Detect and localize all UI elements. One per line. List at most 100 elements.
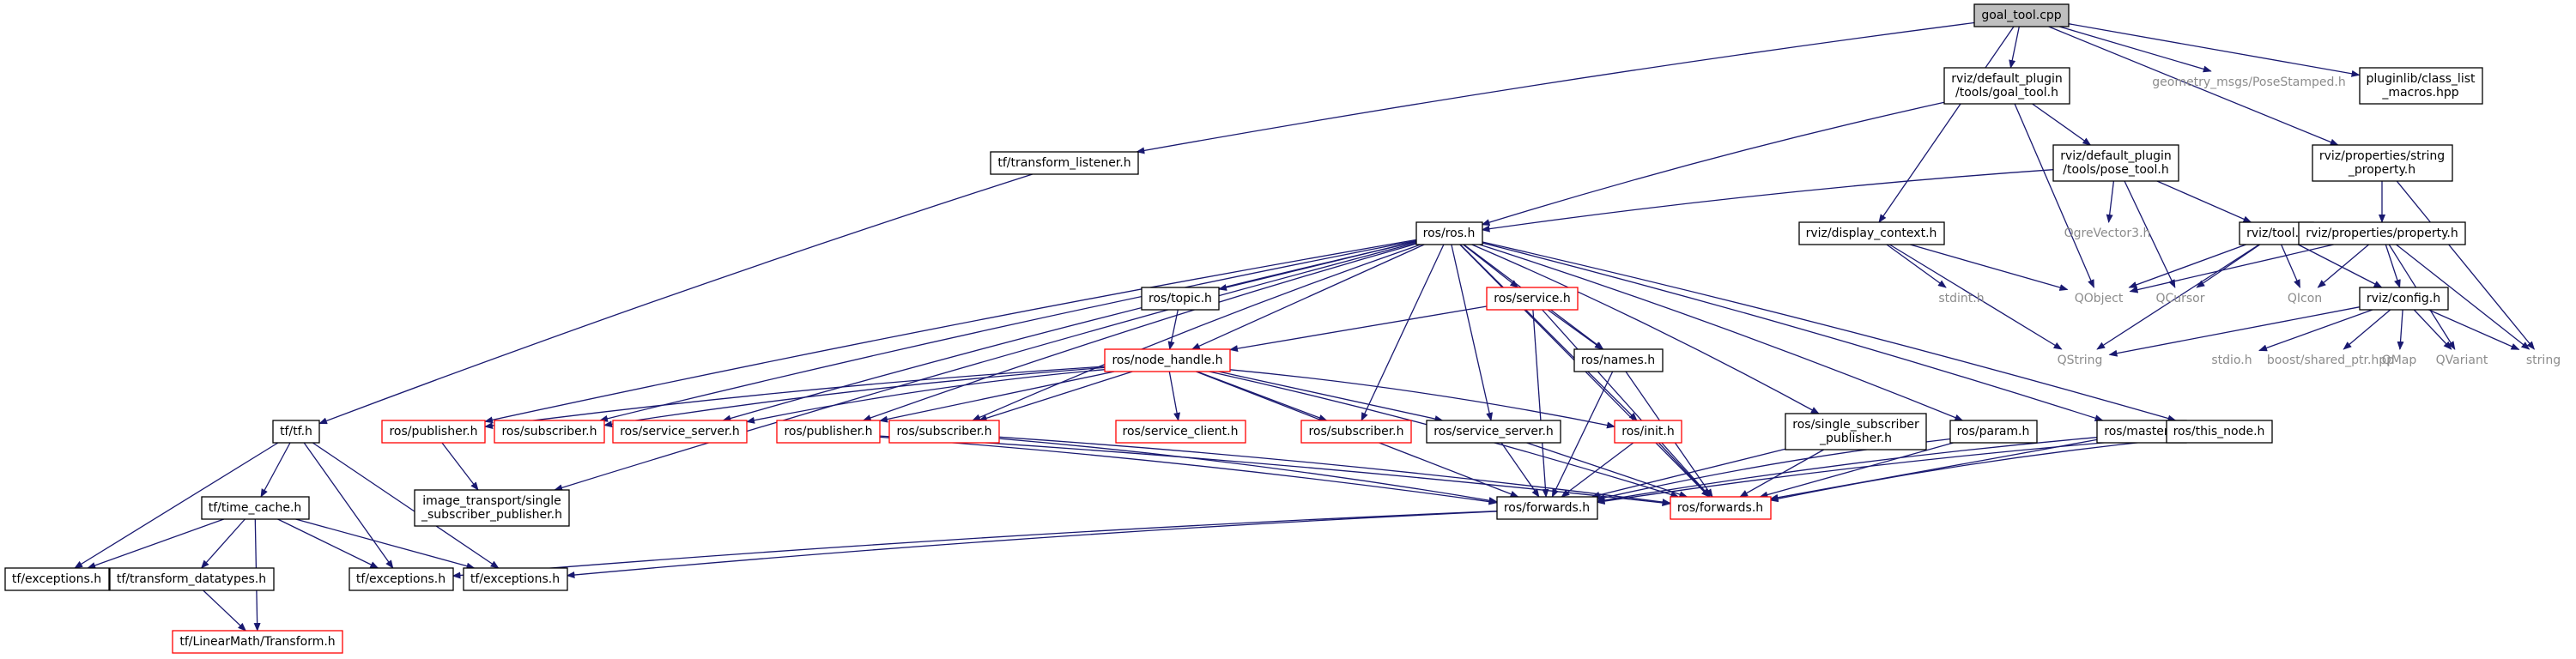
node-label: ros/service_client.h [1123, 425, 1239, 438]
edge-rviz-config-h-to-qvariant [2413, 309, 2452, 350]
node-box [414, 489, 570, 527]
node-ros-names-h[interactable]: ros/names.h [1573, 348, 1664, 372]
node-tf-exceptions-c[interactable]: tf/exceptions.h [463, 567, 568, 591]
edge-ros-single-sub-pub-to-ros-forwards-black [1591, 448, 1786, 499]
edge-ros-ros-h-to-ros-master-h [1482, 242, 2104, 422]
node-label: ros/forwards.h [1504, 501, 1590, 515]
edge-tf-time-cache-to-tf-exceptions-a [87, 518, 225, 569]
node-ros-subscriber-a[interactable]: ros/subscriber.h [494, 420, 605, 444]
node-box [201, 496, 310, 520]
node-label: ros/names.h [1581, 354, 1655, 367]
node-ros-forwards-black[interactable]: ros/forwards.h [1496, 496, 1598, 520]
edge-ros-ros-h-to-ros-param-h [1479, 244, 1964, 421]
edge-ros-ros-h-to-ros-subscriber-a [599, 239, 1416, 422]
edge-rviz-display-context-to-qstring [1888, 244, 2063, 350]
edge-ros-init-h-to-ros-forwards-black [1561, 442, 1634, 498]
node-rviz-property-h[interactable]: rviz/properties/property.h [2298, 221, 2466, 245]
node-tf-exceptions-a[interactable]: tf/exceptions.h [4, 567, 110, 591]
node-rviz-config-h[interactable]: rviz/config.h [2359, 287, 2449, 311]
node-label: _publisher.h [1819, 432, 1892, 445]
edge-ros-init-h-to-ros-forwards-red [1658, 442, 1711, 498]
node-ros-forwards-red[interactable]: ros/forwards.h [1670, 496, 1772, 520]
node-ros-ros-h[interactable]: ros/ros.h [1415, 221, 1483, 245]
node-ros-node-handle[interactable]: ros/node_handle.h [1104, 348, 1231, 372]
edge-ros-master-h-to-ros-forwards-black [1596, 437, 2098, 504]
node-qvariant[interactable]: QVariant [2429, 349, 2495, 372]
node-ros-service-h[interactable]: ros/service.h [1486, 287, 1579, 311]
node-ros-topic-h[interactable]: ros/topic.h [1141, 287, 1220, 311]
node-box [109, 567, 275, 591]
node-tf-transform-listener[interactable]: tf/transform_listener.h [990, 151, 1139, 175]
edge-rviz-goal-tool-h-to-ros-ros-h [1481, 101, 1945, 226]
edge-rviz-string-property-to-string [2396, 180, 2536, 350]
node-label: QIcon [2288, 292, 2322, 305]
node-box [1614, 420, 1682, 444]
node-ros-service-server-a[interactable]: ros/service_server.h [612, 420, 748, 444]
node-qstring[interactable]: QString [2051, 349, 2110, 372]
node-ros-single-sub-pub[interactable]: ros/single_subscriber_publisher.h [1785, 413, 1927, 450]
node-pluginlib-macros[interactable]: pluginlib/class_list_macros.hpp [2359, 67, 2483, 105]
node-label: tf/transform_datatypes.h [117, 572, 266, 586]
node-box [1943, 67, 2070, 105]
node-string[interactable]: string [2519, 349, 2568, 372]
node-box [1573, 348, 1664, 372]
edge-rviz-property-h-to-qobject [2129, 244, 2334, 293]
node-ros-publisher-b[interactable]: ros/publisher.h [776, 420, 881, 444]
node-ros-service-client[interactable]: ros/service_client.h [1115, 420, 1246, 444]
node-geometry-msgs-pose[interactable]: geometry_msgs/PoseStamped.h [2145, 71, 2353, 94]
edge-goal-tool-cpp-to-tf-transform-listener [1136, 21, 1975, 154]
node-image-transport[interactable]: image_transport/single_subscriber_publis… [414, 489, 570, 527]
node-rviz-goal-tool-h[interactable]: rviz/default_plugin/tools/goal_tool.h [1943, 67, 2070, 105]
node-boost-shared-ptr[interactable]: boost/shared_ptr.hpp [2260, 349, 2402, 372]
node-label: ros/master.h [2104, 425, 2179, 438]
node-stdio-h[interactable]: stdio.h [2204, 349, 2259, 372]
edge-rviz-property-h-to-rviz-config-h [2385, 244, 2401, 288]
node-ogre-vector3[interactable]: OgreVector3.h [2058, 222, 2158, 245]
node-label: rviz/config.h [2367, 292, 2440, 305]
node-box [4, 567, 110, 591]
node-box [2359, 287, 2449, 311]
node-label: ros/topic.h [1149, 292, 1212, 305]
node-qcursor[interactable]: QCursor [2149, 287, 2212, 310]
node-ros-subscriber-c[interactable]: ros/subscriber.h [1300, 420, 1412, 444]
node-goal-tool-cpp[interactable]: goal_tool.cpp [1973, 3, 2070, 27]
edge-goal-tool-cpp-to-rviz-goal-tool-h [2009, 26, 2020, 69]
node-box [2312, 144, 2453, 182]
node-stdint-h[interactable]: stdint.h [1931, 287, 1991, 310]
node-label: QString [2058, 354, 2103, 367]
edges-layer [74, 21, 2536, 632]
node-ros-publisher-a[interactable]: ros/publisher.h [381, 420, 486, 444]
node-qmap[interactable]: QMap [2375, 349, 2424, 372]
node-box [1115, 420, 1246, 444]
node-tf-linearmath-transform[interactable]: tf/LinearMath/Transform.h [172, 630, 343, 654]
node-ros-service-server-b[interactable]: ros/service_server.h [1426, 420, 1561, 444]
edge-rviz-property-h-to-string [2396, 244, 2531, 350]
edge-ros-forwards-black-to-tf-exceptions-c [566, 511, 1497, 578]
node-tf-exceptions-b[interactable]: tf/exceptions.h [349, 567, 454, 591]
node-ros-init-h[interactable]: ros/init.h [1614, 420, 1682, 444]
node-label: ros/subscriber.h [501, 425, 597, 438]
node-tf-transform-datatypes[interactable]: tf/transform_datatypes.h [109, 567, 275, 591]
edge-ros-publisher-a-to-image-transport [441, 442, 479, 491]
node-ros-param-h[interactable]: ros/param.h [1949, 420, 2038, 444]
node-label: /tools/goal_tool.h [1955, 86, 2058, 100]
node-label: tf/time_cache.h [209, 501, 302, 515]
node-rviz-display-context[interactable]: rviz/display_context.h [1798, 221, 1945, 245]
edge-ros-subscriber-b-to-ros-forwards-black [998, 438, 1498, 505]
node-box [1415, 221, 1483, 245]
node-label: stdio.h [2211, 354, 2252, 367]
edge-rviz-config-h-to-boost-shared-ptr [2343, 309, 2391, 350]
edge-rviz-property-h-to-qicon [2317, 244, 2370, 288]
node-box [349, 567, 454, 591]
node-ros-subscriber-b[interactable]: ros/subscriber.h [888, 420, 1000, 444]
node-ros-this-node[interactable]: ros/this_node.h [2166, 420, 2273, 444]
node-box [463, 567, 568, 591]
node-rviz-pose-tool-h[interactable]: rviz/default_plugin/tools/pose_tool.h [2052, 144, 2179, 182]
edge-ros-ros-h-to-ros-service-server-a [722, 241, 1416, 422]
node-tf-tf-h[interactable]: tf/tf.h [272, 420, 320, 444]
node-label: tf/transform_listener.h [997, 156, 1130, 170]
node-rviz-string-property[interactable]: rviz/properties/string_property.h [2312, 144, 2453, 182]
node-tf-time-cache[interactable]: tf/time_cache.h [201, 496, 310, 520]
node-qobject[interactable]: QObject [2068, 287, 2131, 310]
node-qicon[interactable]: QIcon [2281, 287, 2330, 310]
